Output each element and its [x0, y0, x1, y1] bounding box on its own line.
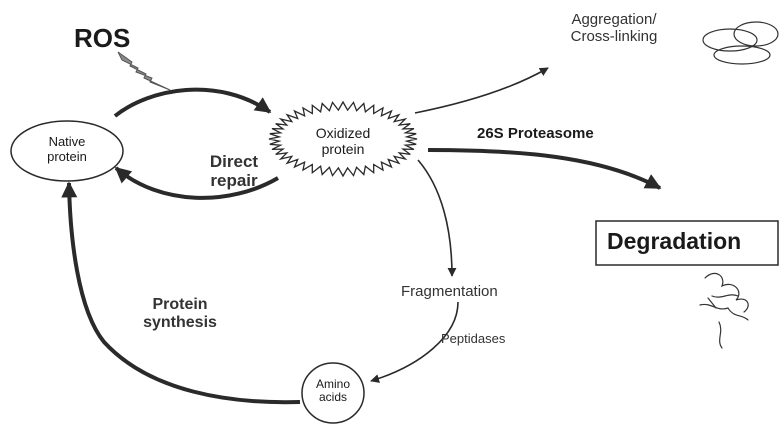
protein-synthesis-line-1: Protein [152, 296, 208, 313]
aggregation-line-1: Aggregation/ [571, 11, 657, 28]
amino-acids-line-2: acids [318, 390, 347, 405]
direct-repair-line-1: Direct [209, 152, 259, 171]
direct-repair-arrow [114, 166, 280, 200]
amino-acids-node-shape [301, 362, 365, 424]
ros-lightning-icon [117, 51, 171, 91]
peptidases-arrow [370, 301, 459, 383]
protein-synthesis-arrow [61, 181, 301, 405]
aggregate-blobs-icon [702, 21, 779, 65]
proteasome-degradation-arrow [427, 148, 662, 190]
oxidized-protein-label: Oxidized protein [302, 125, 384, 157]
native-protein-label: Native protein [31, 134, 103, 164]
protein-synthesis-label: Protein synthesis [130, 296, 230, 332]
amino-acids-line-1: Amino [315, 377, 350, 391]
amino-acids-label: Amino acids [308, 377, 358, 405]
oxidized-protein-line-2: protein [321, 140, 365, 157]
direct-repair-label: Direct repair [186, 152, 282, 190]
degradation-box-shape [595, 220, 779, 266]
native-protein-line-2: protein [47, 148, 87, 164]
aggregation-arrow [414, 67, 549, 114]
oxidized-protein-line-1: Oxidized [315, 125, 371, 141]
protein-synthesis-line-2: synthesis [143, 313, 217, 331]
aggregation-label: Aggregation/ Cross-linking [548, 11, 680, 46]
direct-repair-line-2: repair [210, 171, 258, 191]
peptidases-label: Peptidases [441, 331, 506, 346]
native-protein-line-1: Native [48, 134, 86, 149]
native-protein-node-shape [10, 120, 124, 182]
native-to-oxidized-arrow [113, 87, 272, 118]
oxidized-protein-starburst-shape [268, 100, 418, 178]
fragmentation-label: Fragmentation [401, 283, 498, 300]
degraded-fragments-icon [699, 272, 749, 349]
ros-label: ROS [74, 23, 131, 53]
degradation-label: Degradation [607, 228, 742, 254]
proteasome-label: 26S Proteasome [477, 125, 594, 142]
aggregation-line-2: Cross-linking [570, 27, 658, 45]
fragmentation-arrow [417, 159, 457, 277]
